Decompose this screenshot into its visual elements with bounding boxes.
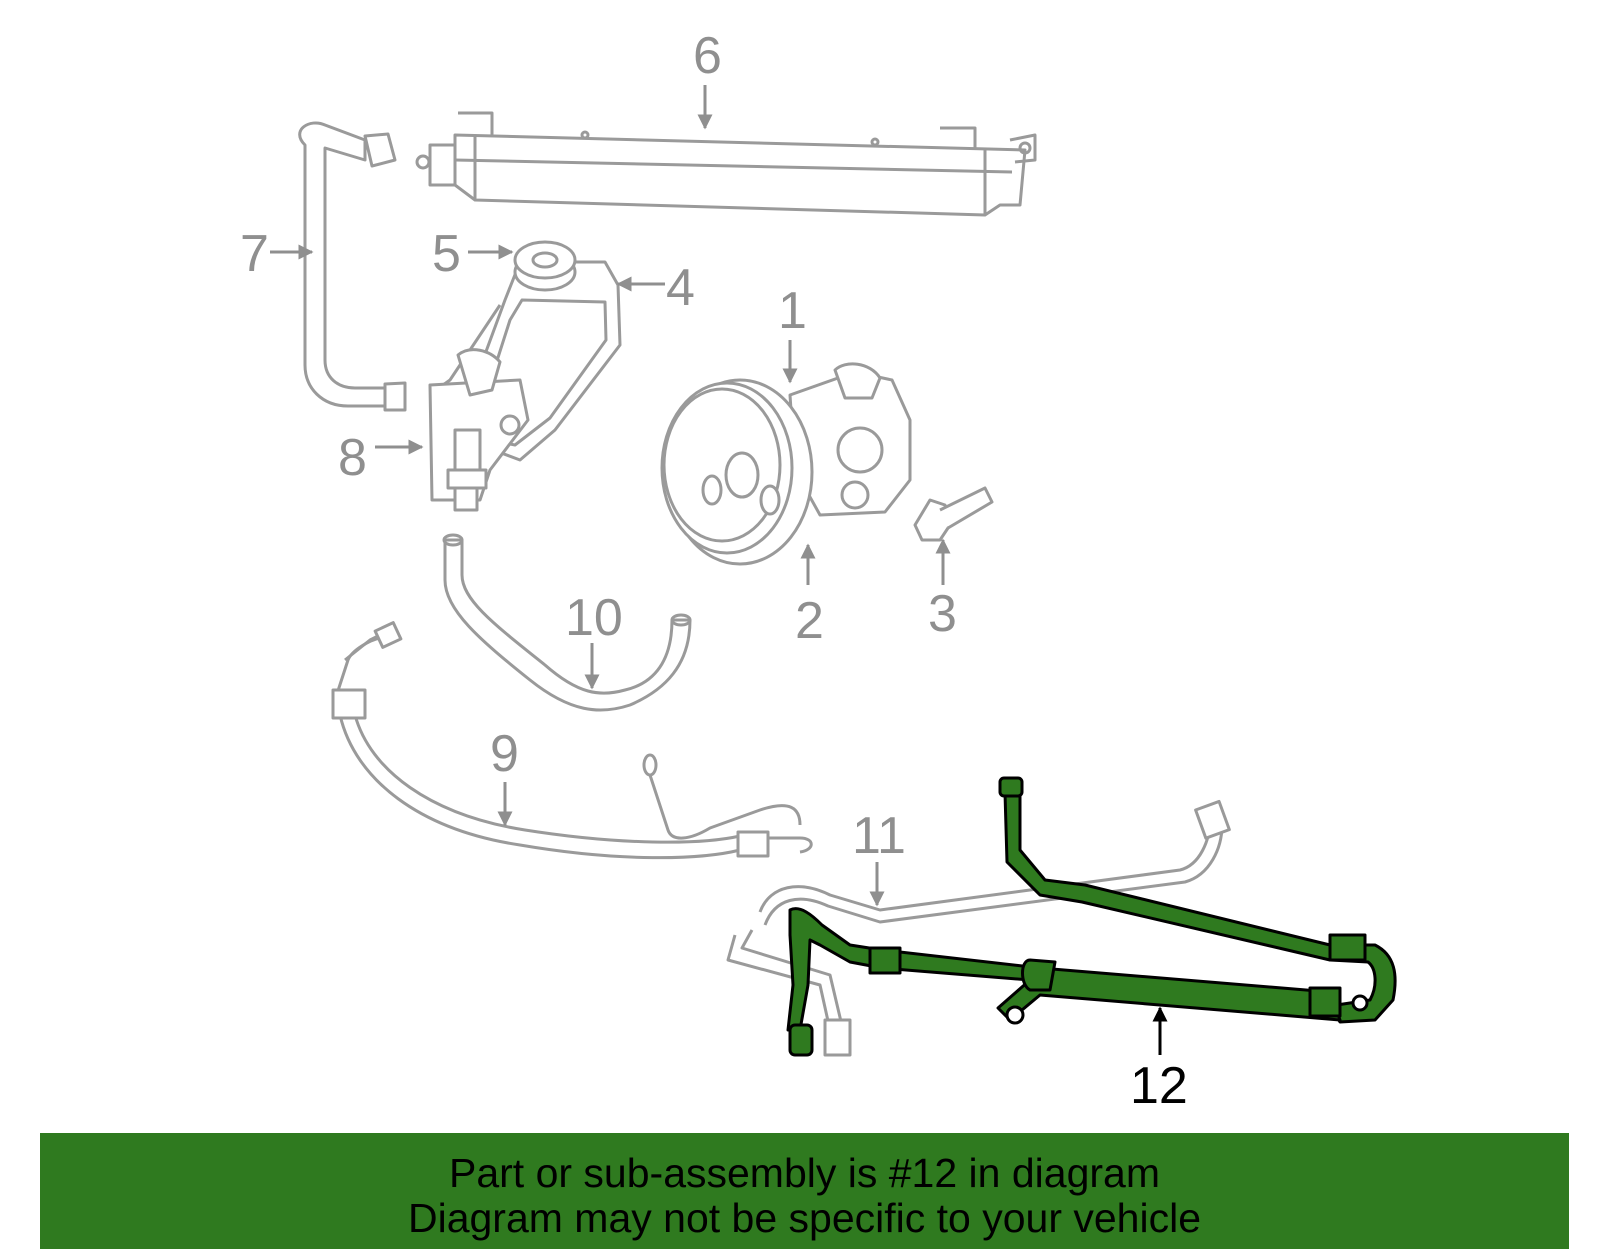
callout-11: 11 [852, 807, 906, 865]
callout-6: 6 [693, 27, 722, 85]
callout-8: 8 [338, 429, 367, 487]
part-9-line [331, 621, 813, 860]
callout-3: 3 [928, 585, 957, 643]
banner-part-text: Part or sub-assembly is #12 in diagram [449, 1150, 1160, 1196]
part-12-hose-assembly [786, 776, 1397, 1057]
part-10-hose [442, 533, 692, 712]
callout-7: 7 [240, 225, 269, 283]
callout-1: 1 [778, 282, 807, 340]
leader-arrows [270, 85, 951, 907]
banner-disclaimer-text: Diagram may not be specific to your vehi… [407, 1195, 1201, 1241]
callout-9: 9 [490, 725, 519, 783]
part-7-hose [298, 121, 407, 412]
callout-2: 2 [795, 592, 824, 650]
part-1-pump [788, 362, 912, 517]
part-11-line [726, 799, 1231, 1057]
info-banner: Part or sub-assembly is #12 in diagram D… [40, 1133, 1569, 1249]
part-5-cap [513, 240, 577, 292]
callout-10: 10 [565, 589, 623, 647]
part-3-bolt [913, 486, 994, 542]
part-2-pulley [660, 378, 814, 566]
part-8-bracket [428, 348, 530, 512]
callout-12: 12 [1130, 1057, 1188, 1115]
callout-4: 4 [666, 259, 695, 317]
part-6-cooler [415, 111, 1037, 217]
callout-5: 5 [432, 225, 461, 283]
